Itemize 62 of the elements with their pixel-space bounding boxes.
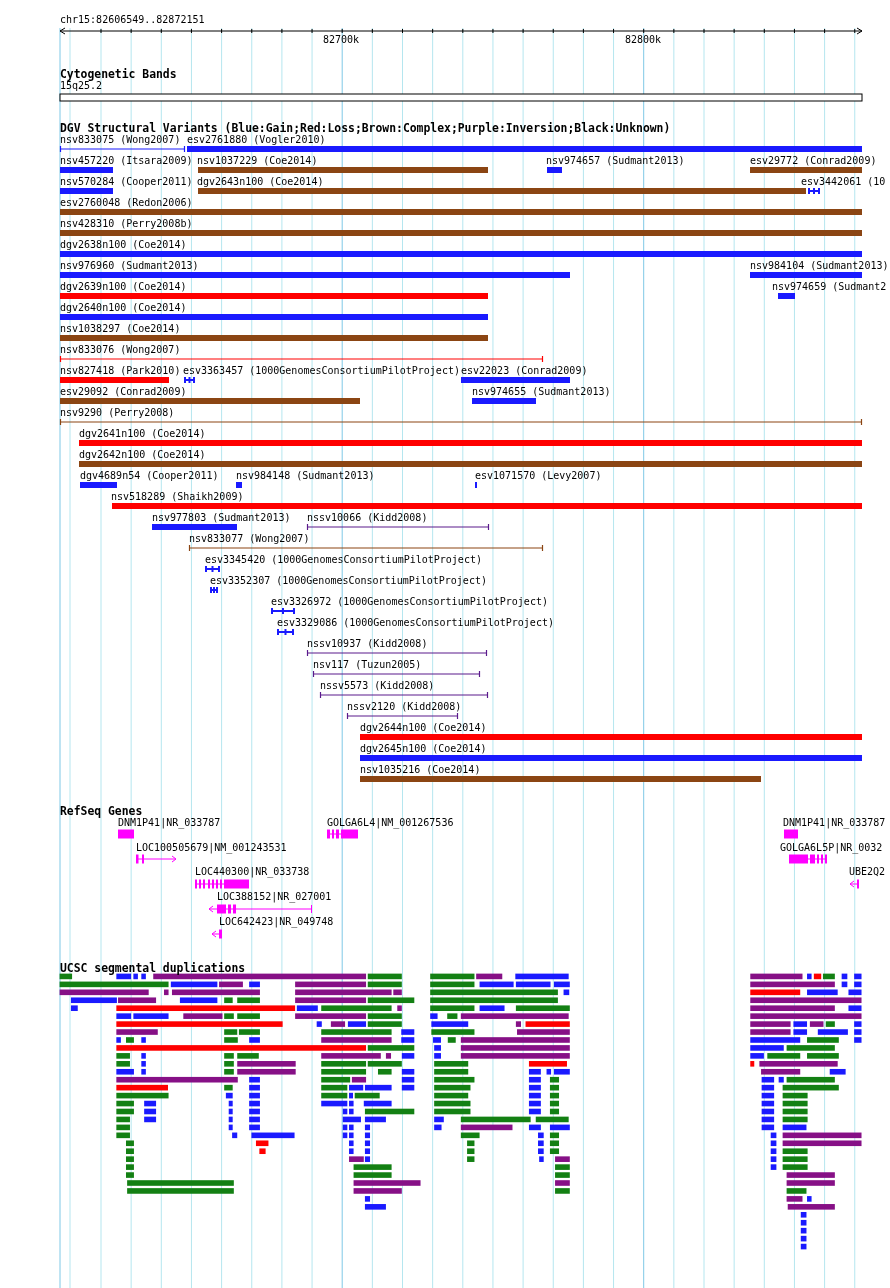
variant-label: nsv974659 (Sudmant2 bbox=[772, 281, 887, 293]
variant-label: nsv1038297 (Coe2014) bbox=[60, 323, 181, 335]
coordinate-label: chr15:82606549..82872151 bbox=[60, 14, 205, 26]
variant-label: nsv428310 (Perry2008b) bbox=[60, 218, 193, 230]
variant-label: esv29772 (Conrad2009) bbox=[750, 155, 877, 167]
variant-label: esv3442061 (10 bbox=[801, 176, 886, 188]
variant-label: nssv10937 (Kidd2008) bbox=[307, 638, 428, 650]
variant-label: dgv2642n100 (Coe2014) bbox=[79, 449, 206, 461]
variant-label: nsv833076 (Wong2007) bbox=[60, 344, 181, 356]
variant-label: esv29092 (Conrad2009) bbox=[60, 386, 187, 398]
variant-label: nsv974657 (Sudmant2013) bbox=[546, 155, 685, 167]
variant-label: nsv117 (Tuzun2005) bbox=[313, 659, 422, 671]
variant-label: nsv833077 (Wong2007) bbox=[189, 533, 310, 545]
gene-label: LOC440300|NR_033738 bbox=[195, 866, 310, 878]
track-title: RefSeq Genes bbox=[60, 805, 143, 817]
variant-label: dgv2639n100 (Coe2014) bbox=[60, 281, 187, 293]
variant-label: esv22023 (Conrad2009) bbox=[461, 365, 588, 377]
variant-label: nssv5573 (Kidd2008) bbox=[320, 680, 435, 692]
variant-label: nsv9290 (Perry2008) bbox=[60, 407, 175, 419]
variant-label: nsv833075 (Wong2007) bbox=[60, 134, 181, 146]
gene-label: DNM1P41|NR_033787 bbox=[783, 817, 886, 829]
variant-label: nsv1037229 (Coe2014) bbox=[197, 155, 318, 167]
gene-label: LOC642423|NR_049748 bbox=[219, 916, 334, 928]
track-title: Cytogenetic Bands bbox=[60, 68, 177, 80]
variant-label: esv3352307 (1000GenomesConsortiumPilotProject) bbox=[210, 575, 487, 587]
tick-label: 82700k bbox=[322, 34, 360, 46]
variant-label: nsv518289 (Shaikh2009) bbox=[111, 491, 244, 503]
variant-label: esv3363457 (1000GenomesConsortiumPilotProject) bbox=[183, 365, 460, 377]
variant-label: nsv984104 (Sudmant2013) bbox=[750, 260, 889, 272]
variant-label: nsv827418 (Park2010) bbox=[60, 365, 181, 377]
track-title: UCSC segmental duplications bbox=[60, 962, 246, 974]
variant-label: nssv2120 (Kidd2008) bbox=[347, 701, 462, 713]
variant-label: esv3345420 (1000GenomesConsortiumPilotProject) bbox=[205, 554, 482, 566]
variant-label: nsv1035216 (Coe2014) bbox=[360, 764, 481, 776]
gene-label: DNM1P41|NR_033787 bbox=[118, 817, 221, 829]
variant-label: dgv4689n54 (Cooper2011) bbox=[80, 470, 219, 482]
variant-label: nsv984148 (Sudmant2013) bbox=[236, 470, 375, 482]
variant-label: dgv2645n100 (Coe2014) bbox=[360, 743, 487, 755]
variant-label: esv2760048 (Redon2006) bbox=[60, 197, 193, 209]
tick-label: 82800k bbox=[624, 34, 662, 46]
variant-label: nsv570284 (Cooper2011) bbox=[60, 176, 193, 188]
variant-label: dgv2644n100 (Coe2014) bbox=[360, 722, 487, 734]
variant-label: esv3326972 (1000GenomesConsortiumPilotProject) bbox=[271, 596, 548, 608]
variant-label: nsv974655 (Sudmant2013) bbox=[472, 386, 611, 398]
variant-label: esv3329086 (1000GenomesConsortiumPilotProject) bbox=[277, 617, 554, 629]
gene-label: UBE2Q2 bbox=[849, 866, 886, 878]
variant-label: dgv2638n100 (Coe2014) bbox=[60, 239, 187, 251]
variant-label: nsv976960 (Sudmant2013) bbox=[60, 260, 199, 272]
variant-label: nsv457220 (Itsara2009) bbox=[60, 155, 193, 167]
gene-label: LOC388152|NR_027001 bbox=[217, 891, 332, 903]
variant-label: nssv10066 (Kidd2008) bbox=[307, 512, 428, 524]
variant-label: dgv2640n100 (Coe2014) bbox=[60, 302, 187, 314]
variant-label: nsv977803 (Sudmant2013) bbox=[152, 512, 291, 524]
variant-label: esv1071570 (Levy2007) bbox=[475, 470, 602, 482]
gene-label: GOLGA6L5P|NR_0032 bbox=[780, 842, 883, 854]
variant-label: dgv2641n100 (Coe2014) bbox=[79, 428, 206, 440]
gene-label: LOC100505679|NM_001243531 bbox=[136, 842, 287, 854]
variant-label: esv2761880 (Vogler2010) bbox=[187, 134, 326, 146]
track-title: DGV Structural Variants (Blue:Gain;Red:Loss;Brown:Complex;Purple:Inversion;Black:Unknown) bbox=[60, 122, 671, 134]
band-label: 15q25.2 bbox=[60, 80, 103, 92]
variant-label: dgv2643n100 (Coe2014) bbox=[197, 176, 324, 188]
gene-label: GOLGA6L4|NM_001267536 bbox=[327, 817, 454, 829]
